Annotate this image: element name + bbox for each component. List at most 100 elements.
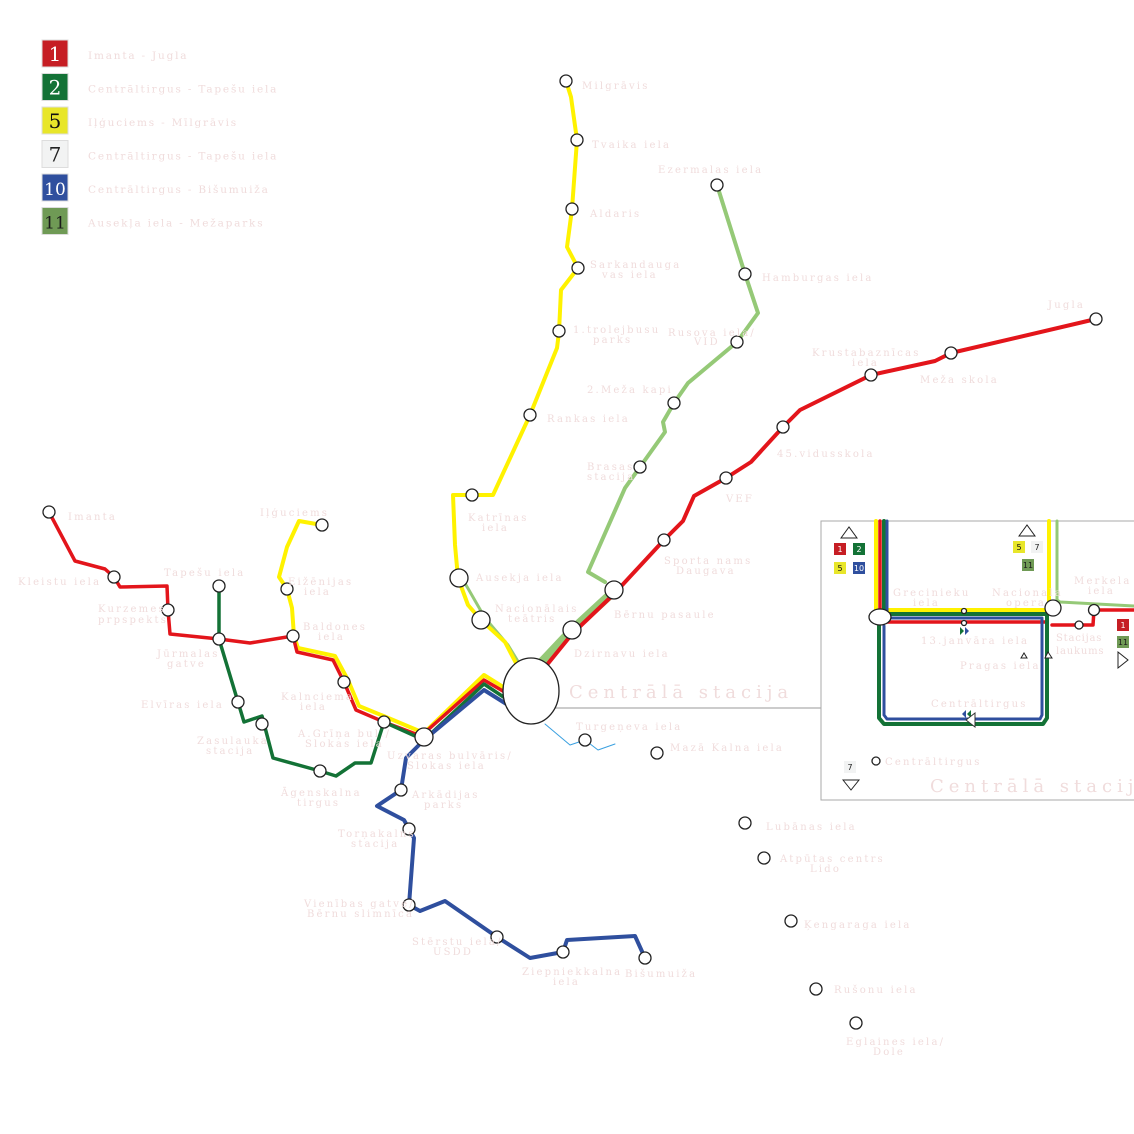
station-vienibas[interactable]: Vienības gatve/Bērnu slimnīca bbox=[303, 898, 416, 920]
station-marker[interactable] bbox=[315, 518, 329, 532]
station-marker[interactable] bbox=[604, 580, 624, 600]
station-turgeneva[interactable]: Turgeņeva iela bbox=[576, 722, 682, 747]
station-marker[interactable] bbox=[776, 420, 790, 434]
station-bisumuiza[interactable]: Bišumuiža bbox=[625, 951, 697, 980]
station-marker[interactable] bbox=[161, 603, 175, 617]
station-vef[interactable]: VEF bbox=[719, 471, 754, 505]
station-rusova[interactable]: Rusova iela/VID bbox=[668, 328, 756, 349]
station-marker[interactable] bbox=[719, 471, 733, 485]
station-marker[interactable] bbox=[212, 579, 226, 593]
station-elviras[interactable]: Elvīras iela bbox=[141, 695, 245, 711]
inset-stop-1[interactable] bbox=[960, 607, 968, 615]
station-marker[interactable] bbox=[402, 898, 416, 912]
station-rankas[interactable]: Rankas iela bbox=[523, 408, 630, 425]
station-marker[interactable] bbox=[212, 632, 226, 646]
station-marker[interactable] bbox=[638, 951, 652, 965]
station-ezermalas[interactable]: Ezermalas iela bbox=[658, 165, 763, 192]
station-kengaraga[interactable]: Ķengaraga iela bbox=[784, 914, 912, 931]
station-marker[interactable] bbox=[490, 930, 504, 944]
station-marker[interactable] bbox=[667, 396, 681, 410]
station-grina[interactable]: A.Grīņa bul./Slokas iela bbox=[297, 715, 391, 750]
station-marker[interactable] bbox=[1089, 312, 1103, 326]
station-marker[interactable] bbox=[471, 610, 491, 630]
station-marker[interactable] bbox=[449, 568, 469, 588]
station-marker[interactable] bbox=[650, 746, 664, 760]
station-stersu[interactable]: Stērstu iela/USDD bbox=[412, 930, 504, 958]
station-marker[interactable] bbox=[255, 717, 269, 731]
station-bernu[interactable]: Bērnu pasaule bbox=[604, 580, 716, 621]
station-dzirnavu[interactable]: Dzirnavu iela bbox=[562, 620, 670, 660]
station-eglaines[interactable]: Eglaines iela/Dole bbox=[846, 1016, 945, 1058]
station-marker[interactable] bbox=[562, 620, 582, 640]
station-marker[interactable] bbox=[552, 324, 566, 338]
station-hamburgas[interactable]: Hamburgas iela bbox=[738, 267, 874, 284]
station-ilguciems[interactable]: Iļģuciems bbox=[260, 508, 329, 532]
station-marker[interactable] bbox=[784, 914, 798, 928]
inset-station-centraltirgus[interactable] bbox=[871, 756, 881, 766]
hub-centrala-stacija[interactable] bbox=[502, 657, 560, 725]
station-marker[interactable] bbox=[738, 816, 752, 830]
station-marker[interactable] bbox=[42, 505, 56, 519]
station-marker[interactable] bbox=[107, 570, 121, 584]
station-auseklja[interactable]: Ausekja iela bbox=[449, 568, 564, 588]
station-marker[interactable] bbox=[286, 629, 300, 643]
station-marker[interactable] bbox=[414, 727, 434, 747]
inset-station-opera[interactable] bbox=[1044, 599, 1062, 617]
station-marker[interactable] bbox=[377, 715, 391, 729]
station-imanta[interactable]: Imanta bbox=[42, 505, 117, 523]
station-marker[interactable] bbox=[944, 346, 958, 360]
station-marker[interactable] bbox=[402, 822, 416, 836]
station-marker[interactable] bbox=[337, 675, 351, 689]
station-tapesu[interactable]: Tapešu iela bbox=[164, 568, 245, 593]
inset-station-stacijas[interactable] bbox=[1074, 620, 1084, 630]
station-kleistu[interactable]: Kleistu iela bbox=[18, 570, 121, 588]
station-mezakapi[interactable]: 2.Meža kapi bbox=[587, 385, 681, 410]
station-rusonu[interactable]: Rušonu iela bbox=[809, 982, 918, 996]
station-marker[interactable] bbox=[280, 582, 294, 596]
station-jugla[interactable]: Jugla bbox=[1047, 300, 1103, 326]
inset-stop-2[interactable] bbox=[960, 619, 968, 627]
station-marker[interactable] bbox=[556, 945, 570, 959]
station-marker[interactable] bbox=[571, 261, 585, 275]
station-marker[interactable] bbox=[394, 783, 408, 797]
station-mezaskola[interactable]: Meža skola bbox=[920, 346, 999, 386]
station-mazakalna[interactable]: Mazā Kalna iela bbox=[650, 743, 784, 760]
station-marker[interactable] bbox=[559, 74, 573, 88]
station-marker[interactable] bbox=[657, 533, 671, 547]
station-lubanas[interactable]: Lubānas iela bbox=[738, 816, 857, 833]
station-marker[interactable] bbox=[231, 695, 245, 709]
station-marker[interactable] bbox=[313, 764, 327, 778]
station-aldaris[interactable]: Aldaris bbox=[565, 202, 641, 220]
station-marker[interactable] bbox=[809, 982, 823, 996]
station-marker[interactable] bbox=[738, 267, 752, 281]
station-tvaika[interactable]: Tvaika iela bbox=[570, 133, 671, 151]
station-vidusskola[interactable]: 45.vidusskola bbox=[776, 420, 875, 460]
station-marker[interactable] bbox=[523, 408, 537, 422]
station-uzvaras[interactable]: Uzvaras bulvāris/Slokas iela bbox=[387, 727, 513, 772]
station-marker[interactable] bbox=[757, 851, 771, 865]
station-marker[interactable] bbox=[578, 733, 592, 747]
station-marker[interactable] bbox=[465, 488, 479, 502]
station-marker[interactable] bbox=[849, 1016, 863, 1030]
station-marker[interactable] bbox=[864, 368, 878, 382]
station-marker[interactable] bbox=[633, 460, 647, 474]
inset-station-grecinieku[interactable] bbox=[868, 608, 892, 626]
station-marker[interactable] bbox=[570, 133, 584, 147]
